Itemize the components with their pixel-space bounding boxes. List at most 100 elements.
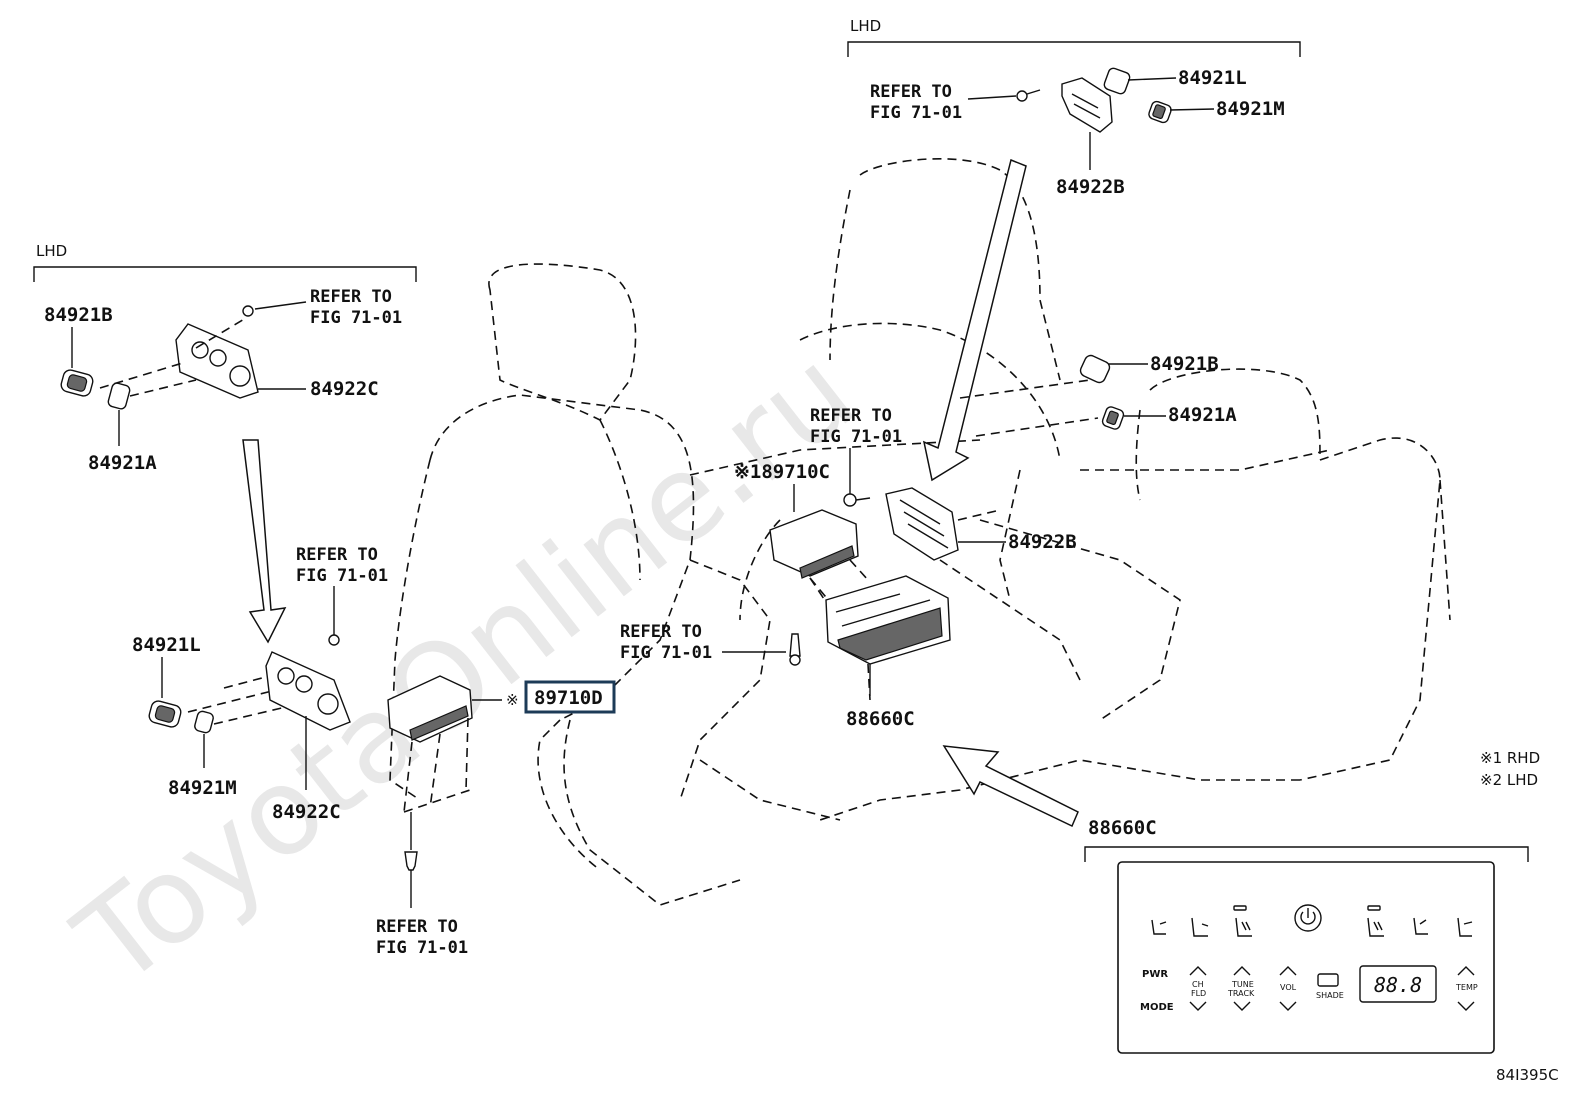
- screw-icon: [1016, 89, 1041, 102]
- switch-panel-84922c-left: [175, 323, 259, 399]
- bottom-refer-line1: REFER TO: [376, 917, 458, 937]
- knob-84921l-left: [148, 700, 182, 728]
- left-lhd-bracket: [33, 266, 417, 282]
- shade-label: SHADE: [1316, 991, 1344, 1000]
- chevron-up-icon: [1189, 966, 1207, 976]
- vol-button[interactable]: VOL: [1279, 966, 1297, 1011]
- seat-massage-right-icon[interactable]: [1457, 917, 1473, 937]
- chevron-down-icon: [1189, 1001, 1207, 1011]
- center-refer-line1: REFER TO: [810, 406, 892, 426]
- switch-panel-84922c-left-seat: [265, 651, 351, 731]
- top-refer-line1: REFER TO: [870, 82, 952, 102]
- label-84922c-left-seat: 84922C: [272, 801, 341, 823]
- chevron-up-icon: [1233, 966, 1251, 976]
- label-84921m-left: 84921M: [168, 777, 237, 799]
- chevron-up-icon: [1457, 966, 1475, 976]
- panel-bracket: [1084, 846, 1529, 862]
- seat-heat-left-icon[interactable]: [1191, 917, 1209, 937]
- vol-label: VOL: [1280, 983, 1297, 992]
- left-refer-line1: REFER TO: [310, 287, 392, 307]
- label-89710d[interactable]: 89710D: [534, 687, 603, 709]
- ecu-module-89710d: [387, 675, 473, 743]
- tune-label: TUNE: [1231, 980, 1254, 989]
- rear-control-panel-88660c: [825, 575, 951, 665]
- label-84921l-left: 84921L: [132, 634, 201, 656]
- shade-icon: [1317, 973, 1339, 987]
- center-left-refer-line2: FIG 71-01: [296, 566, 388, 586]
- temp-button[interactable]: TEMP: [1455, 966, 1478, 1011]
- mode-label[interactable]: MODE: [1140, 1002, 1174, 1013]
- knob-84921b-right: [1079, 354, 1111, 384]
- highlight-box-89710d[interactable]: [524, 680, 616, 714]
- ecu-module-89710c: [769, 509, 859, 579]
- knob-84921b-left: [60, 369, 94, 397]
- center-left-refer-line1: REFER TO: [296, 545, 378, 565]
- watermark: ToyotaOnline.ru: [51, 323, 880, 1013]
- screw-icon: [789, 633, 801, 666]
- note-rhd: ※1 RHD: [1480, 749, 1540, 767]
- seat-outline-right: [689, 158, 1451, 821]
- arrow-bottom-right-icon: [942, 745, 1079, 828]
- seat-heater-left-icon[interactable]: [1233, 905, 1252, 937]
- arrow-left-icon: [242, 439, 287, 644]
- tune-button[interactable]: TUNE TRACK: [1227, 966, 1255, 1011]
- shade-button[interactable]: SHADE: [1316, 973, 1344, 1000]
- right-refer-line1: REFER TO: [620, 622, 702, 642]
- panel-title: 88660C: [1088, 817, 1157, 839]
- ch-label: CH: [1192, 980, 1204, 989]
- left-refer-line2: FIG 71-01: [310, 308, 402, 328]
- top-refer-line2: FIG 71-01: [870, 103, 962, 123]
- bracket-84922b-center: [885, 487, 959, 561]
- note-mark-89710d: ※: [506, 691, 519, 709]
- seat-outline-left: [389, 263, 771, 906]
- label-84922c-left: 84922C: [310, 378, 379, 400]
- screw-icon: [242, 305, 254, 317]
- knob-84921a-left: [107, 382, 131, 410]
- switch-bracket-84922b-top: [1061, 77, 1113, 133]
- top-lhd-header: LHD: [850, 17, 881, 35]
- seat-heat-right-icon[interactable]: [1413, 917, 1428, 935]
- chevron-up-icon: [1279, 966, 1297, 976]
- knob-84921m-left: [194, 710, 214, 734]
- leader-84921l-top: [1127, 77, 1177, 81]
- top-lhd-bracket: [847, 41, 1301, 57]
- ch-button[interactable]: CH FLD: [1189, 966, 1207, 1011]
- left-seat-dash-guide: [187, 677, 291, 725]
- left-dash-guide: [99, 317, 247, 397]
- track-label: TRACK: [1227, 989, 1255, 998]
- left-lhd-header: LHD: [36, 242, 67, 260]
- seat-heater-right-icon[interactable]: [1367, 905, 1384, 937]
- bottom-refer-line2: FIG 71-01: [376, 938, 468, 958]
- panel-frame: [1117, 861, 1495, 1054]
- knob-84921a-right: [1101, 406, 1125, 430]
- knob-84921m-top: [1148, 100, 1172, 124]
- seat-massage-left-icon[interactable]: [1151, 919, 1167, 935]
- screw-icon: [843, 493, 871, 507]
- ecu-89710d-dash: [403, 717, 471, 813]
- figure-code: 84I395C: [1496, 1066, 1559, 1084]
- label-84922b-top: 84922B: [1056, 176, 1125, 198]
- arrow-top-icon: [922, 158, 1027, 482]
- left-lhd-group: LHD 84921B REFER TO FIG 71-01 84922C 849…: [33, 242, 417, 474]
- chevron-down-icon: [1457, 1001, 1475, 1011]
- temp-label: TEMP: [1455, 983, 1478, 992]
- chevron-down-icon: [1279, 1001, 1297, 1011]
- fld-label: FLD: [1191, 989, 1206, 998]
- label-84921a-left: 84921A: [88, 452, 157, 474]
- left-refer-leader: [254, 301, 307, 310]
- top-lhd-group: LHD REFER TO FIG 71-01 84921L 84921M 849…: [847, 17, 1301, 198]
- power-icon[interactable]: [1294, 904, 1322, 932]
- label-84922b-right: 84922B: [1008, 531, 1077, 553]
- note-lhd: ※2 LHD: [1480, 771, 1538, 789]
- label-89710c: ※189710C: [734, 461, 830, 483]
- right-refer-line2: FIG 71-01: [620, 643, 712, 663]
- label-88660c-center: 88660C: [846, 708, 915, 730]
- chevron-down-icon: [1233, 1001, 1251, 1011]
- top-refer-leader: [967, 95, 1017, 100]
- leader-84921m-top: [1169, 108, 1215, 111]
- temp-display: [1359, 965, 1437, 1003]
- pwr-label[interactable]: PWR: [1142, 969, 1168, 980]
- center-refer-line2: FIG 71-01: [810, 427, 902, 447]
- knob-84921l-top: [1103, 67, 1131, 95]
